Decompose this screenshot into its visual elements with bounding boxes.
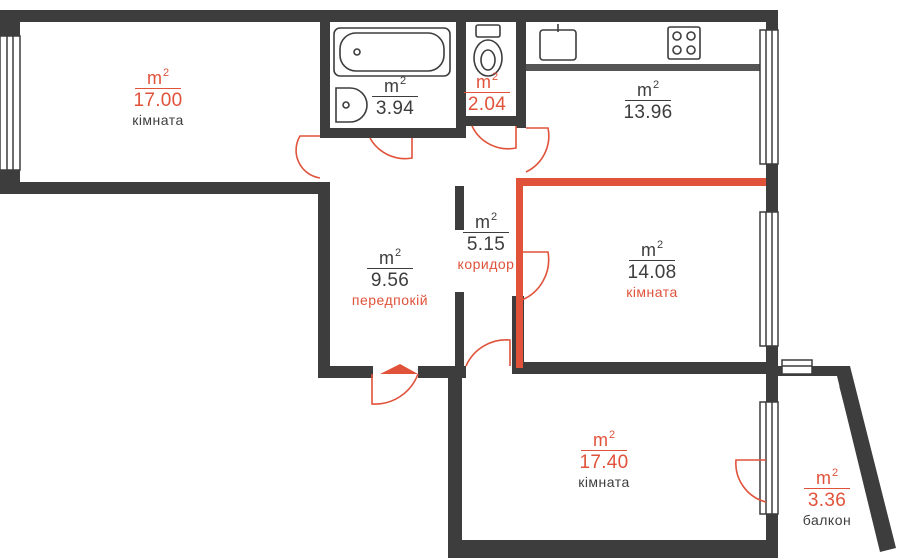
room-label-toilet: m2 2.04 bbox=[456, 72, 518, 114]
room-label-west: m2 17.00 кімната bbox=[108, 68, 208, 128]
room-area-kitchen: 13.96 bbox=[623, 102, 673, 123]
room-label-corridor: m2 5.15 коридор bbox=[438, 212, 534, 272]
room-name-hallway: передпокій bbox=[351, 292, 429, 308]
toilet-icon bbox=[473, 24, 503, 77]
entrance-arrow-icon bbox=[380, 364, 418, 374]
room-label-east: m2 14.08 кімната bbox=[604, 240, 700, 300]
room-area-corridor: 5.15 bbox=[466, 234, 506, 255]
room-label-bathroom: m2 3.94 bbox=[360, 76, 430, 118]
room-name-balcony: балкон bbox=[802, 512, 852, 528]
bathtub-icon bbox=[333, 27, 451, 77]
room-area-west: 17.00 bbox=[133, 90, 183, 111]
room-area-bathroom: 3.94 bbox=[375, 98, 415, 119]
room-name-west: кімната bbox=[132, 112, 184, 128]
doors bbox=[295, 125, 767, 503]
room-area-hallway: 9.56 bbox=[370, 270, 410, 291]
room-name-corridor: коридор bbox=[457, 256, 515, 272]
stove-icon bbox=[667, 26, 701, 60]
room-area-east: 14.08 bbox=[627, 262, 677, 283]
room-label-balcony: m2 3.36 балкон bbox=[790, 468, 864, 528]
room-label-south: m2 17.40 кімната bbox=[556, 430, 652, 490]
room-label-kitchen: m2 13.96 bbox=[608, 80, 688, 123]
windows bbox=[0, 29, 887, 541]
sink-icon bbox=[539, 24, 577, 61]
room-name-south: кімната bbox=[578, 474, 630, 490]
room-name-east: кімната bbox=[626, 284, 678, 300]
room-area-balcony: 3.36 bbox=[807, 490, 847, 511]
accent-partition bbox=[516, 178, 766, 368]
room-area-south: 17.40 bbox=[579, 452, 629, 473]
washbasin-icon bbox=[335, 87, 368, 123]
room-label-hallway: m2 9.56 передпокій bbox=[336, 248, 444, 308]
room-area-toilet: 2.04 bbox=[467, 94, 507, 115]
